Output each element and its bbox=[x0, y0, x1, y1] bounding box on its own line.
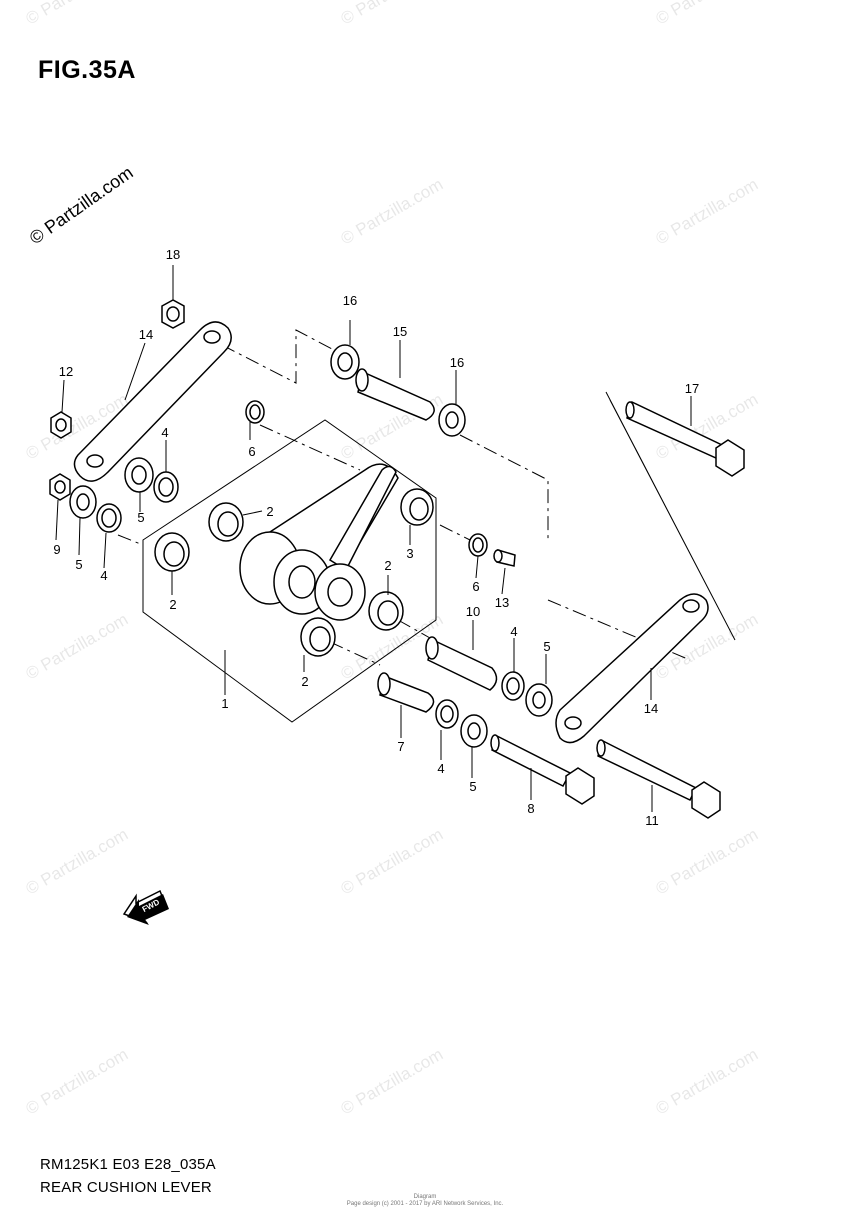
callout-12: 12 bbox=[59, 364, 73, 379]
watermark-layer: © Partzilla.com © Partzilla.com © Partzi… bbox=[23, 0, 762, 1118]
callout-4-left: 4 bbox=[100, 568, 107, 583]
copyright-line-2: Page design (c) 2001 - 2017 by ARI Netwo… bbox=[346, 1201, 504, 1207]
part-14-lower-rod bbox=[555, 593, 709, 744]
callout-2-lower: 2 bbox=[301, 674, 308, 689]
collars bbox=[355, 368, 516, 713]
callout-5-lower: 5 bbox=[469, 779, 476, 794]
callout-5-left: 5 bbox=[75, 557, 82, 572]
callout-16-left: 16 bbox=[343, 293, 357, 308]
callout-16-right: 16 bbox=[450, 355, 464, 370]
callout-7: 7 bbox=[397, 739, 404, 754]
callout-3: 3 bbox=[406, 546, 413, 561]
callout-11: 11 bbox=[645, 813, 659, 828]
copyright-line-1: Diagram bbox=[413, 1194, 437, 1200]
callout-10: 10 bbox=[466, 604, 480, 619]
callout-5-right: 5 bbox=[543, 639, 550, 654]
bolts bbox=[490, 400, 745, 819]
watermark-text: © Partzilla.com bbox=[23, 610, 132, 684]
needle-bearings bbox=[154, 488, 434, 657]
leader-lines bbox=[55, 265, 692, 812]
watermark-text: © Partzilla.com bbox=[338, 1045, 447, 1119]
callout-1: 1 bbox=[221, 696, 228, 711]
figure-title: FIG.35A bbox=[38, 56, 136, 84]
watermark-text: © Partzilla.com bbox=[338, 825, 447, 899]
model-code: RM125K1 E03 E28_035A bbox=[40, 1156, 216, 1173]
watermark-text: © Partzilla.com bbox=[653, 175, 762, 249]
callout-9: 9 bbox=[53, 542, 60, 557]
watermark-text: © Partzilla.com bbox=[653, 0, 762, 28]
callout-4-right: 4 bbox=[510, 624, 517, 639]
watermark-text: © Partzilla.com bbox=[653, 1045, 762, 1119]
watermark-text: © Partzilla.com bbox=[653, 825, 762, 899]
callout-2-upper: 2 bbox=[266, 504, 273, 519]
callout-18: 18 bbox=[166, 247, 180, 262]
watermark-text: © Partzilla.com bbox=[338, 175, 447, 249]
callout-2-right: 2 bbox=[384, 558, 391, 573]
callout-4-lower: 4 bbox=[437, 761, 444, 776]
callout-6-upper: 6 bbox=[248, 444, 255, 459]
washers-and-seals bbox=[69, 344, 553, 748]
part-14-upper-rod bbox=[73, 321, 232, 482]
nuts bbox=[49, 299, 185, 501]
part-1-outline bbox=[142, 419, 437, 723]
callout-15: 15 bbox=[393, 324, 407, 339]
callout-2-left: 2 bbox=[169, 597, 176, 612]
callout-17: 17 bbox=[685, 381, 699, 396]
callout-8: 8 bbox=[527, 801, 534, 816]
watermark-text: © Partzilla.com bbox=[23, 0, 132, 28]
callout-5-upper: 5 bbox=[137, 510, 144, 525]
callout-labels: 18 14 12 6 4 5 9 5 4 2 2 3 2 2 1 16 15 1… bbox=[53, 247, 699, 828]
callout-13: 13 bbox=[495, 595, 509, 610]
callout-6-lower: 6 bbox=[472, 579, 479, 594]
watermark-main-text: © Partzilla.com bbox=[26, 162, 137, 248]
fwd-arrow-icon: FWD bbox=[122, 889, 169, 925]
callout-14-lower: 14 bbox=[644, 701, 658, 716]
callout-14-upper: 14 bbox=[139, 327, 153, 342]
watermark-text: © Partzilla.com bbox=[23, 825, 132, 899]
part-1-cushion-lever bbox=[239, 463, 399, 621]
watermark-text: © Partzilla.com bbox=[23, 1045, 132, 1119]
callout-4-upper: 4 bbox=[161, 425, 168, 440]
figure-caption: REAR CUSHION LEVER bbox=[40, 1179, 212, 1196]
watermark-text: © Partzilla.com bbox=[338, 0, 447, 28]
